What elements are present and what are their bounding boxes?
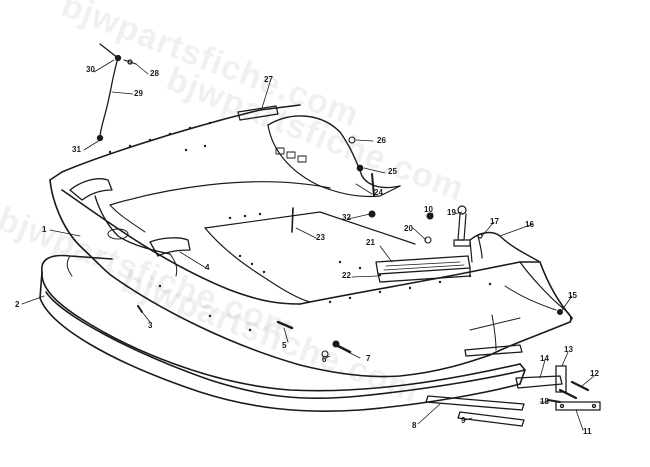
callout-24: 24	[374, 188, 383, 197]
callout-25: 25	[388, 167, 397, 176]
callout-23: 23	[316, 233, 325, 242]
callout-8: 8	[412, 421, 417, 430]
callout-7: 7	[366, 354, 371, 363]
callout-5: 5	[282, 341, 287, 350]
latch-assembly	[453, 205, 483, 259]
leader-lines	[21, 59, 595, 431]
callout-28: 28	[150, 69, 159, 78]
callout-12: 12	[590, 369, 599, 378]
callout-6: 6	[322, 355, 327, 364]
body-tub	[49, 104, 573, 378]
callout-21: 21	[366, 238, 375, 247]
callout-16: 16	[525, 220, 534, 229]
hinge-bracket	[375, 255, 471, 283]
callout-31: 31	[72, 145, 81, 154]
callout-17: 17	[490, 217, 499, 226]
rivet-dots	[108, 121, 492, 332]
cable-assembly	[96, 43, 137, 142]
callout-10: 10	[424, 205, 433, 214]
callout-15: 15	[568, 291, 577, 300]
callout-11: 11	[583, 427, 592, 436]
callout-2: 2	[15, 300, 20, 309]
callout-1: 1	[42, 225, 47, 234]
callout-29: 29	[134, 89, 143, 98]
bumper-rail	[39, 254, 526, 412]
callout-20: 20	[404, 224, 413, 233]
callout-4: 4	[205, 263, 210, 272]
seat-panel	[69, 178, 191, 277]
callout-32: 32	[342, 213, 351, 222]
callout-9: 9	[461, 416, 466, 425]
trim-strips	[425, 344, 601, 427]
callout-18: 18	[540, 397, 549, 406]
callout-30: 30	[86, 65, 95, 74]
hardware	[137, 136, 590, 403]
callout-19: 19	[447, 208, 456, 217]
callout-26: 26	[377, 136, 386, 145]
callout-27: 27	[264, 75, 273, 84]
callout-14: 14	[540, 354, 549, 363]
callout-3: 3	[148, 321, 153, 330]
callout-22: 22	[342, 271, 351, 280]
callout-13: 13	[564, 345, 573, 354]
